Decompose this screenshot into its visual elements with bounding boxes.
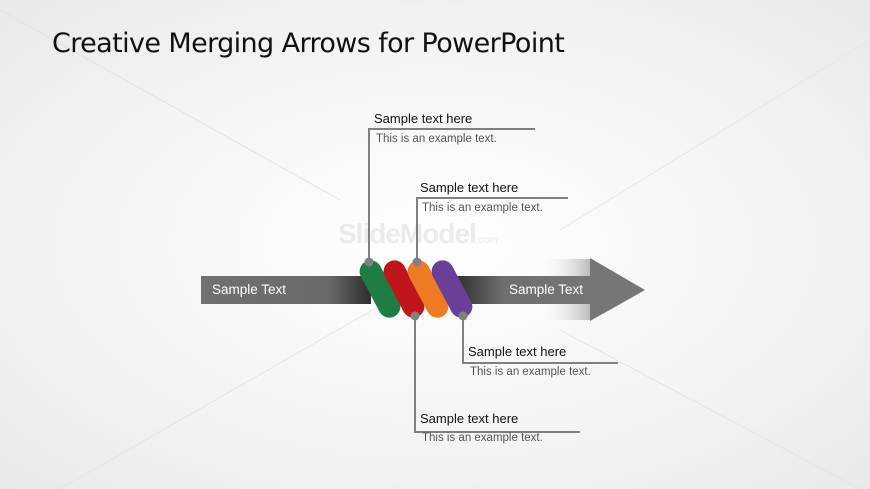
connector-line-3 [462,316,618,364]
connector-dot-2 [412,257,422,267]
callout-2-title: Sample text here [420,180,519,195]
watermark: SlideModel.com [338,218,497,250]
callout-2-description: This is an example text. [422,202,543,214]
callout-4-description: This is an example text. [422,432,543,444]
bg-line [559,39,870,231]
bg-line [0,9,341,201]
callout-1-title: Sample text here [374,111,473,126]
callout-3-title: Sample text here [468,344,567,359]
bg-line [559,329,861,489]
bg-line [59,299,391,489]
connector-dot-3 [458,311,468,321]
watermark-brand: SlideModel [338,218,477,249]
arrow-left-shaft [201,276,371,304]
callout-4-title: Sample text here [420,411,519,426]
band-orange [407,260,449,318]
arrow-left-label: Sample Text [212,282,287,297]
callout-1-description: This is an example text. [376,133,497,145]
callout-3-description: This is an example text. [470,366,591,378]
callout-connectors [368,128,618,433]
connector-line-1 [368,128,535,262]
band-red [383,260,425,318]
connector-dot-1 [364,257,374,267]
arrow-right-label: Sample Text [509,282,584,297]
watermark-suffix: .com [475,235,498,246]
arrowhead [590,258,645,321]
band-purple [431,260,473,318]
connector-line-4 [414,316,580,433]
connector-dot-4 [410,311,420,321]
arrow-right-shaft [455,276,595,304]
merge-bands [359,260,473,318]
slide-title: Creative Merging Arrows for PowerPoint [52,28,565,59]
band-green [359,260,401,318]
connector-line-2 [416,197,568,262]
